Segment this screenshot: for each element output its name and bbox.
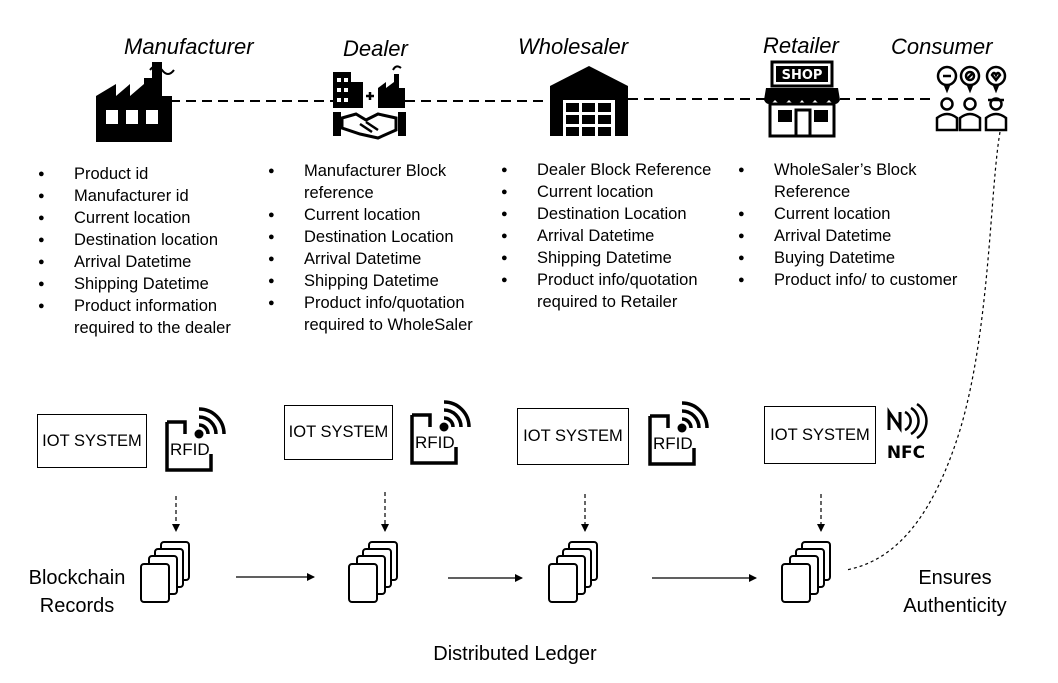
- list-item: Manufacturer id: [36, 185, 268, 207]
- list-item: Shipping Datetime: [266, 270, 502, 292]
- list-item: Shipping Datetime: [499, 247, 727, 269]
- list-item: Product id: [36, 163, 268, 185]
- list-item: Current location: [266, 204, 502, 226]
- list-item: WholeSaler’s Block Reference: [736, 159, 986, 203]
- list-item: Current location: [736, 203, 986, 225]
- ledger-block-stack: [348, 541, 398, 603]
- list-item: Buying Datetime: [736, 247, 986, 269]
- ledger-block-stack: [140, 541, 190, 603]
- list-item: Destination Location: [266, 226, 502, 248]
- iot-system-box: IOT SYSTEM: [764, 406, 876, 464]
- iot-system-box: IOT SYSTEM: [37, 414, 147, 468]
- role-consumer: Consumer: [891, 34, 993, 59]
- ledger-block-stack: [781, 541, 831, 603]
- shop-sign: SHOP: [782, 68, 823, 83]
- list-item: Arrival Datetime: [266, 248, 502, 270]
- rfid-label: RFID: [653, 434, 693, 453]
- role-retailer: Retailer: [763, 33, 839, 58]
- ensures-authenticity-label: Ensures Authenticity: [903, 567, 1007, 617]
- rfid-label: RFID: [170, 440, 210, 459]
- dealer-handshake-icon: [333, 65, 406, 140]
- iot-system-box: IOT SYSTEM: [284, 405, 393, 460]
- iot-system-box: IOT SYSTEM: [517, 408, 629, 465]
- distributed-ledger-label: Distributed Ledger: [433, 643, 597, 665]
- list-item: Destination Location: [499, 203, 727, 225]
- shop-icon: SHOP: [764, 60, 840, 138]
- consumers-icon: [935, 65, 1008, 132]
- list-item: Product info/ to customer: [736, 269, 986, 291]
- list-item: Manufacturer Block reference: [266, 160, 502, 204]
- list-item: Current location: [36, 207, 268, 229]
- wholesaler-attribute-list: Dealer Block Reference Current location …: [499, 159, 727, 313]
- list-item: Arrival Datetime: [499, 225, 727, 247]
- dealer-attribute-list: Manufacturer Block reference Current loc…: [266, 160, 502, 336]
- nfc-label: NFC: [887, 443, 925, 463]
- role-dealer: Dealer: [343, 36, 408, 61]
- list-item: Product info/quotation required to Retai…: [499, 269, 727, 313]
- role-manufacturer: Manufacturer: [124, 34, 254, 59]
- list-item: Product information required to the deal…: [36, 295, 268, 339]
- role-wholesaler: Wholesaler: [518, 34, 629, 59]
- warehouse-icon: [550, 66, 628, 136]
- blockchain-records-label: Blockchain Records: [28, 567, 126, 617]
- retailer-attribute-list: WholeSaler’s Block Reference Current loc…: [736, 159, 986, 291]
- list-item: Arrival Datetime: [36, 251, 268, 273]
- factory-icon: [96, 62, 175, 142]
- nfc-icon: [887, 402, 928, 440]
- list-item: Product info/quotation required to Whole…: [266, 292, 502, 336]
- ledger-block-stack: [548, 541, 598, 603]
- manufacturer-attribute-list: Product id Manufacturer id Current locat…: [36, 163, 268, 339]
- list-item: Current location: [499, 181, 727, 203]
- list-item: Destination location: [36, 229, 268, 251]
- list-item: Arrival Datetime: [736, 225, 986, 247]
- list-item: Dealer Block Reference: [499, 159, 727, 181]
- rfid-label: RFID: [415, 433, 455, 452]
- list-item: Shipping Datetime: [36, 273, 268, 295]
